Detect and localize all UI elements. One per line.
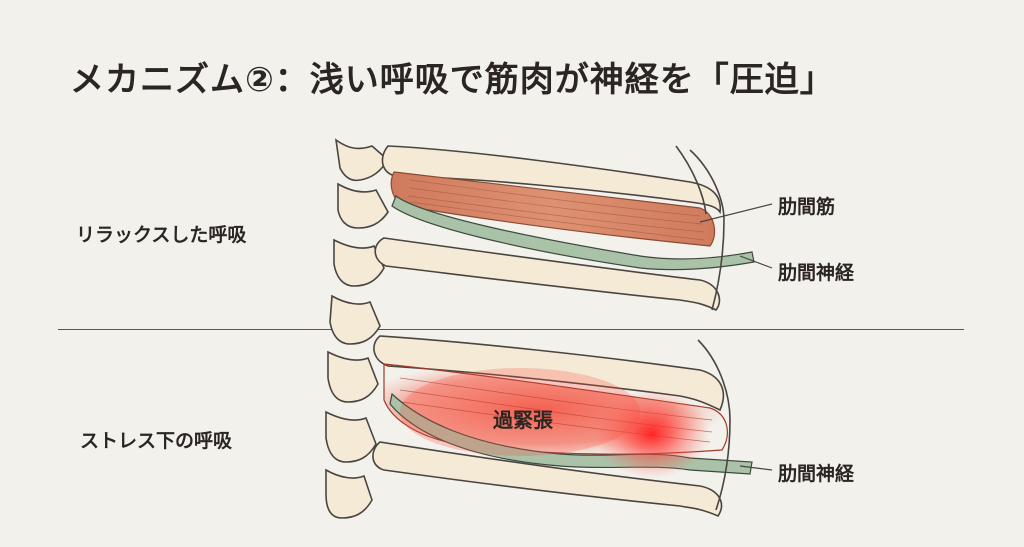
callout-intercostal-nerve-relaxed: 肋間神経 [778, 262, 855, 284]
vertebra-1 [334, 138, 390, 182]
spine [325, 138, 390, 519]
lower-rib-bottom [372, 441, 723, 518]
page-title: メカニズム②：浅い呼吸で筋肉が神経を「圧迫」 [70, 60, 835, 100]
section-divider [58, 329, 964, 330]
callout-intercostal-muscle: 肋間筋 [778, 196, 836, 218]
callout-intercostal-nerve-stressed: 肋間神経 [778, 463, 855, 485]
muscle-fibers-relaxed [407, 179, 705, 241]
leader-nerve-1 [739, 255, 773, 269]
top-ribs [374, 145, 755, 312]
vertebra-6 [325, 410, 377, 463]
overstrain-label: 過緊張 [493, 408, 553, 432]
vertebra-5 [327, 350, 379, 403]
intercostal-nerve-relaxed [391, 195, 755, 271]
rib-cage-outline-top [689, 149, 725, 311]
leader-nerve-2 [739, 465, 773, 471]
lower-rib-top [374, 237, 721, 312]
overstrain-glow [400, 368, 640, 456]
vertebra-3 [333, 238, 385, 287]
pressure-point-glow [594, 390, 710, 478]
vertebra-7 [325, 468, 373, 519]
stress-breathing-label: ストレス下の呼吸 [80, 430, 233, 452]
rib-cage-outline-top-2 [675, 145, 707, 215]
leader-muscle [699, 203, 773, 223]
relaxed-breathing-label: リラックスした呼吸 [76, 224, 247, 246]
rib-cage-outline-bottom [697, 339, 731, 511]
top-callout-lines [699, 203, 773, 269]
vertebra-4 [329, 294, 381, 345]
bottom-callout-lines [739, 465, 773, 471]
intercostal-nerve-stressed [389, 392, 753, 475]
vertebra-2 [337, 182, 389, 229]
